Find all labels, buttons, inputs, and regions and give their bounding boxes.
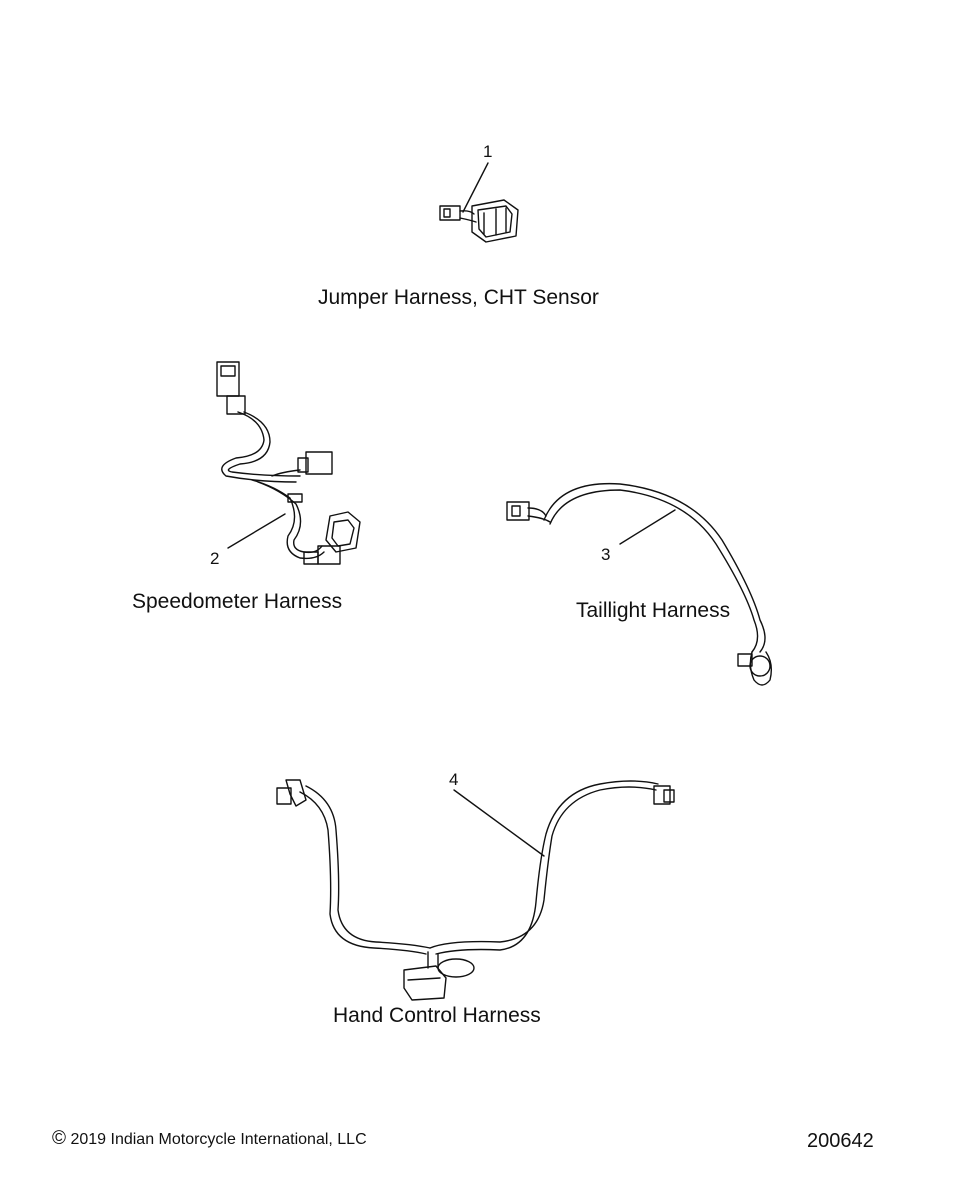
hand-control-harness-drawing xyxy=(276,779,675,1001)
callout-2: 2 xyxy=(210,549,220,568)
callout-3: 3 xyxy=(601,545,611,564)
part-label-speedometer-harness: Speedometer Harness xyxy=(132,590,343,613)
part-label-jumper-harness: Jumper Harness, CHT Sensor xyxy=(318,286,599,309)
part-label-taillight-harness: Taillight Harness xyxy=(576,599,731,622)
callout-4: 4 xyxy=(449,770,459,789)
taillight-harness-drawing xyxy=(506,482,773,686)
figure-number: 200642 xyxy=(807,1130,874,1152)
copyright-notice: © 2019 Indian Motorcycle International, … xyxy=(52,1128,367,1150)
jumper-harness-drawing xyxy=(439,162,519,243)
copyright-symbol: © xyxy=(52,1128,66,1149)
callout-1: 1 xyxy=(483,142,493,161)
copyright-text: 2019 Indian Motorcycle International, LL… xyxy=(70,1131,367,1148)
part-label-hand-control-harness: Hand Control Harness xyxy=(333,1004,541,1027)
speedometer-harness-drawing xyxy=(216,361,361,565)
